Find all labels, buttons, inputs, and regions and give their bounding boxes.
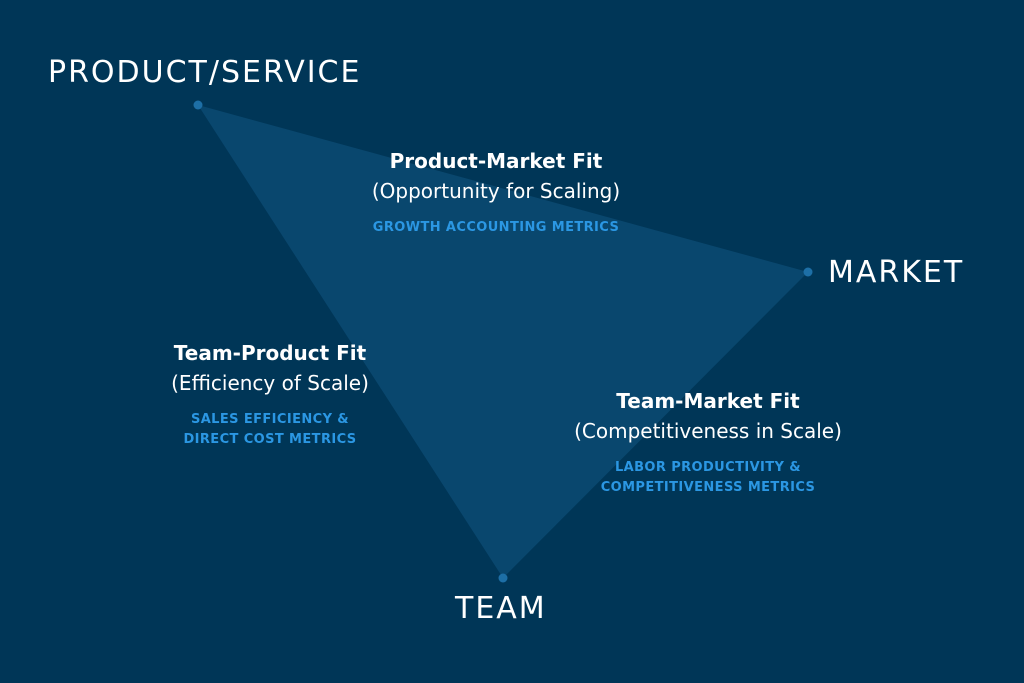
team-product-fit-subtitle: (Efficiency of Scale) xyxy=(171,371,369,395)
vertex-dot-product-service xyxy=(193,100,203,110)
team-product-fit-metric-line-1: SALES EFFICIENCY & xyxy=(190,412,350,427)
team-market-fit-block: Team-Market Fit (Competitiveness in Scal… xyxy=(574,386,842,498)
vertex-dot-team xyxy=(498,573,508,583)
product-market-fit-block: Product-Market Fit (Opportunity for Scal… xyxy=(372,146,620,238)
team-product-fit-title: Team-Product Fit xyxy=(173,341,367,365)
team-market-fit-subtitle: (Competitiveness in Scale) xyxy=(574,419,842,443)
fit-triangle xyxy=(198,105,808,578)
vertex-label-market: MARKET xyxy=(828,255,965,290)
vertex-label-team: TEAM xyxy=(455,591,547,626)
team-market-fit-metric-line-2: COMPETITIVENESS METRICS xyxy=(600,480,816,495)
product-market-fit-title: Product-Market Fit xyxy=(389,149,603,173)
team-market-fit-title: Team-Market Fit xyxy=(616,389,800,413)
team-market-fit-metric-line-1: LABOR PRODUCTIVITY & xyxy=(614,460,802,475)
vertex-label-product-service: PRODUCT/SERVICE xyxy=(48,55,362,90)
product-market-fit-metric-line-1: GROWTH ACCOUNTING METRICS xyxy=(372,220,620,235)
vertex-dot-market xyxy=(803,267,813,277)
team-product-fit-block: Team-Product Fit (Efficiency of Scale) S… xyxy=(171,338,369,450)
product-market-fit-subtitle: (Opportunity for Scaling) xyxy=(371,179,621,203)
team-product-fit-metric-line-2: DIRECT COST METRICS xyxy=(183,432,357,447)
